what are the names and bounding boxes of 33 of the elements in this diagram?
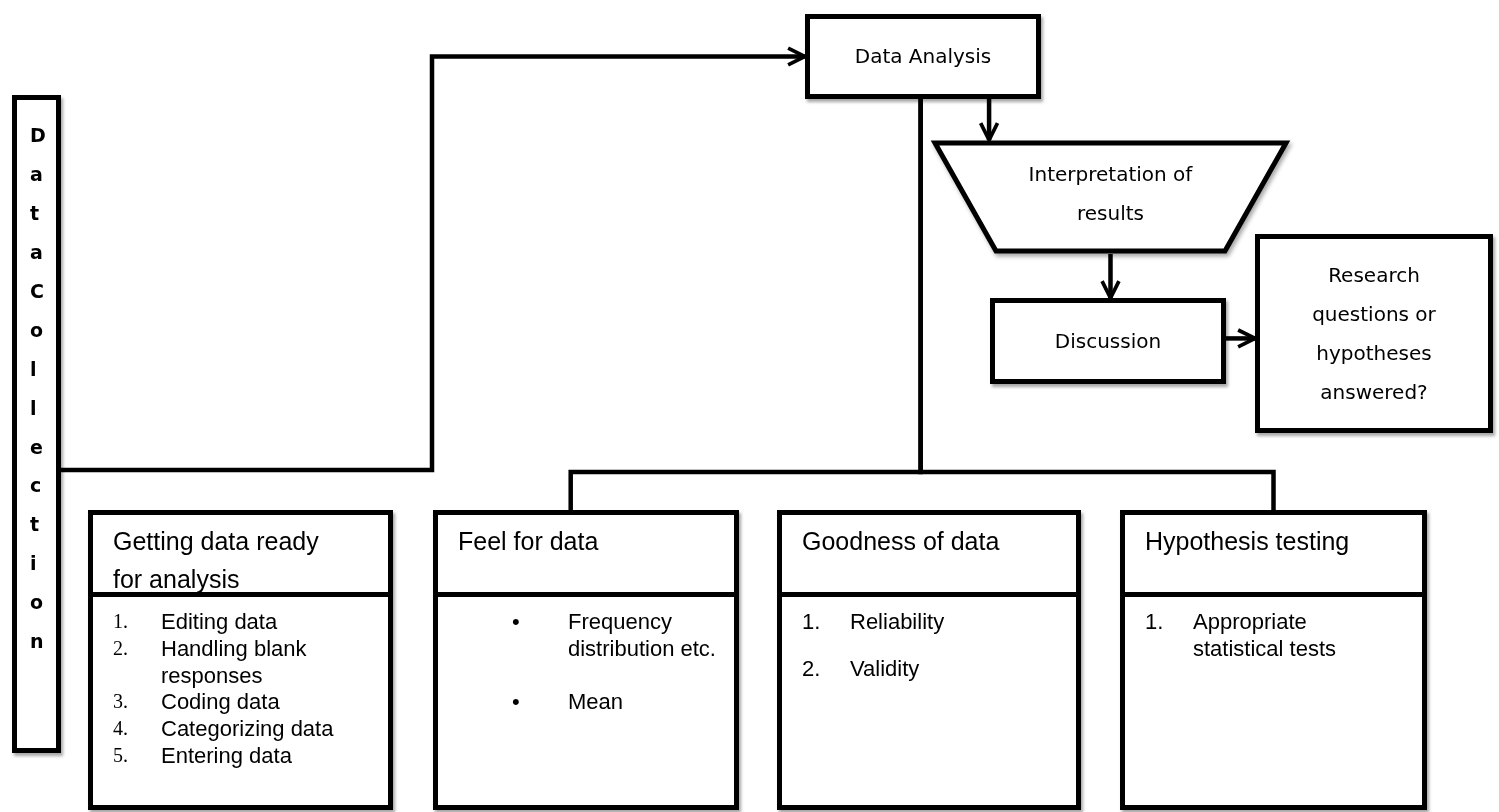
node-label: Discussion [1054,327,1162,355]
category-box [433,510,739,810]
node-label: Data Analysis [854,43,992,70]
manual-operation-trapezoid [932,140,1289,254]
list-item: 1. Editing data [113,609,279,636]
list-item: 2. Validity [802,655,921,683]
node-label: Interpretation of results [1027,161,1194,227]
node-label: Research questions or hypotheses answered? [1311,261,1437,406]
category-box [1120,510,1427,810]
list-item: 5. Entering data [113,743,293,770]
arrow [61,46,807,473]
process-box [1255,234,1493,433]
process-box [12,95,61,753]
list-item: 3. Coding data [113,689,281,717]
list-item: • Mean [512,688,625,716]
process-box [990,298,1226,384]
category-box [88,510,393,810]
box-heading: Feel for data [438,515,734,597]
arrow [1100,254,1121,300]
list-item: 4. Categorizing data [113,716,335,744]
box-heading: Getting data ready for analysis [93,515,388,597]
list-item: 1. Appropriate statistical tests [1145,609,1338,663]
process-box [805,14,1041,99]
list-item: • Frequency distribution etc. [512,609,717,663]
box-heading: Hypothesis testing [1125,515,1422,597]
list-item: 1. Reliability [802,609,946,636]
connector-line [918,99,1276,510]
box-heading: Goodness of data [782,515,1076,597]
category-box [777,510,1081,810]
list-item: 2. Handling blank responses [113,635,308,690]
arrow [1226,328,1257,349]
arrow [978,99,1000,142]
vertical-label: Data Collection [30,123,53,655]
